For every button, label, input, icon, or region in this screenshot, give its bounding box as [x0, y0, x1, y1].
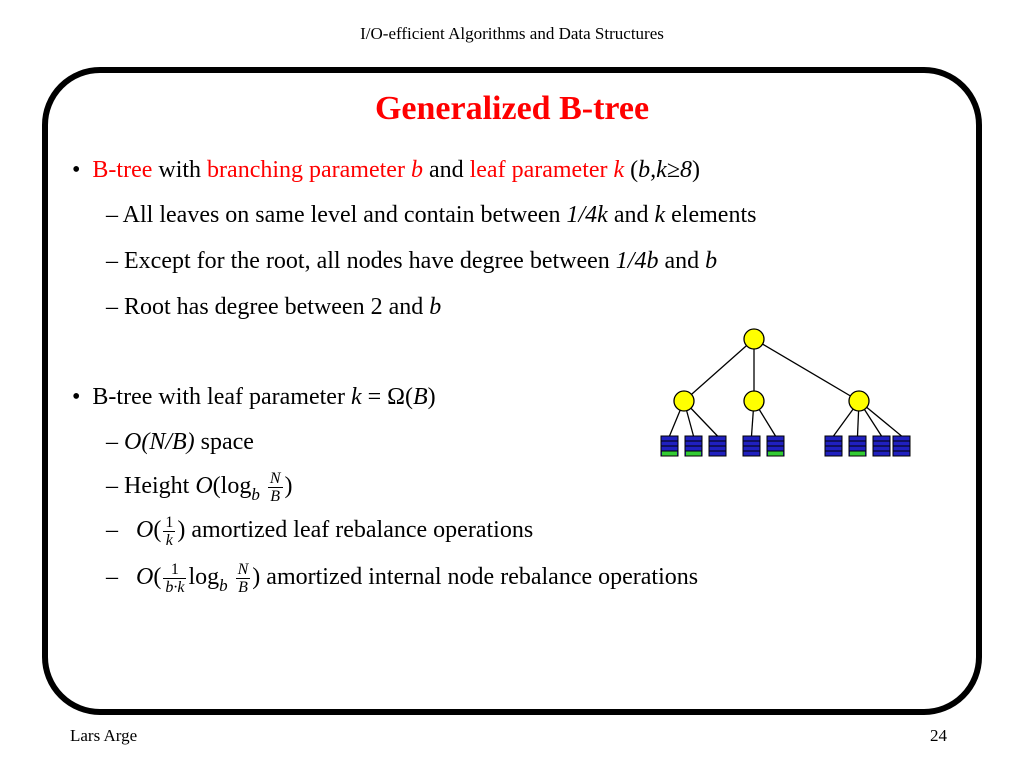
text: – All leaves on same level and contain b…	[106, 202, 567, 228]
numerator: 1	[163, 561, 187, 579]
footer-author: Lars Arge	[70, 726, 138, 745]
tree-edge	[753, 338, 860, 402]
math: (	[153, 564, 162, 591]
math: 1/4k	[566, 202, 608, 228]
bullet-mark: •	[72, 157, 81, 183]
text: space	[194, 429, 254, 455]
text: B-tree with leaf parameter	[92, 384, 351, 410]
bullet-leaf-parameter: • B-tree with leaf parameter k = Ω(B)	[72, 384, 436, 411]
text: amortized internal node rebalance operat…	[260, 564, 699, 591]
internal-node	[743, 390, 765, 412]
var-k: k	[613, 157, 625, 183]
math: = Ω(	[361, 384, 413, 410]
leaf-free-slot	[662, 451, 677, 456]
text: and	[607, 202, 655, 228]
course-title: I/O-efficient Algorithms and Data Struct…	[360, 24, 664, 43]
math: log	[188, 564, 220, 591]
denominator: B	[270, 488, 281, 505]
math: O	[136, 517, 154, 544]
text: (	[624, 157, 639, 183]
tree-edge	[683, 338, 755, 402]
math: )	[177, 517, 186, 544]
math: )	[252, 564, 261, 591]
sub-bullet-root: – Root has degree between 2 and b	[106, 294, 441, 321]
term-leaf-parameter: leaf parameter	[469, 157, 614, 183]
math: )	[427, 384, 436, 410]
slide-frame	[42, 67, 982, 715]
denominator: k	[165, 532, 173, 549]
text: amortized leaf rebalance operations	[185, 517, 534, 544]
sub-bullet-leaves: – All leaves on same level and contain b…	[106, 202, 756, 229]
slide-title: Generalized B-tree	[374, 90, 650, 127]
denominator: B	[238, 579, 248, 596]
math: )	[284, 473, 293, 500]
root-node	[743, 328, 765, 350]
denominator: b·k	[165, 579, 185, 596]
numerator: 1	[163, 514, 176, 532]
math: B	[412, 384, 428, 410]
internal-node	[673, 390, 695, 412]
term-branching-parameter: branching parameter	[207, 157, 411, 183]
text: –	[106, 429, 124, 455]
numerator: N	[267, 470, 283, 488]
math-subscript: b	[251, 485, 260, 505]
text: and	[422, 157, 470, 183]
math: (log	[212, 473, 252, 500]
internal-node	[848, 390, 870, 412]
math: k	[654, 202, 666, 228]
footer-page-number: 24	[930, 726, 947, 745]
text: and	[658, 248, 706, 274]
math: k	[350, 384, 362, 410]
math-subscript: b	[219, 576, 228, 596]
leaf-free-slot	[768, 451, 783, 456]
math: O	[136, 564, 154, 591]
math: b	[705, 248, 718, 274]
text: elements	[665, 202, 757, 228]
constraint: b,k≥8	[638, 157, 692, 183]
math: O(N/B)	[124, 429, 195, 455]
text: –	[106, 564, 124, 591]
sub-bullet-space: – O(N/B) space	[106, 429, 254, 456]
math: (	[153, 517, 162, 544]
math: b	[429, 294, 442, 320]
text: – Height	[106, 473, 196, 500]
math: O	[195, 473, 213, 500]
numerator: N	[235, 561, 251, 579]
leaf-free-slot	[850, 451, 865, 456]
math: 1/4b	[615, 248, 659, 274]
leaf-free-slot	[686, 451, 701, 456]
sub-bullet-degree: – Except for the root, all nodes have de…	[106, 248, 717, 275]
text: )	[692, 157, 700, 183]
var-b: b	[410, 157, 423, 183]
bullet-btree-definition: • B-tree with branching parameter b and …	[72, 157, 700, 184]
bullet-mark: •	[72, 384, 81, 410]
text: – Root has degree between 2 and	[106, 294, 430, 320]
term-btree: B-tree	[92, 157, 153, 183]
text: –	[106, 517, 124, 544]
text: – Except for the root, all nodes have de…	[106, 248, 616, 274]
text: with	[152, 157, 208, 183]
